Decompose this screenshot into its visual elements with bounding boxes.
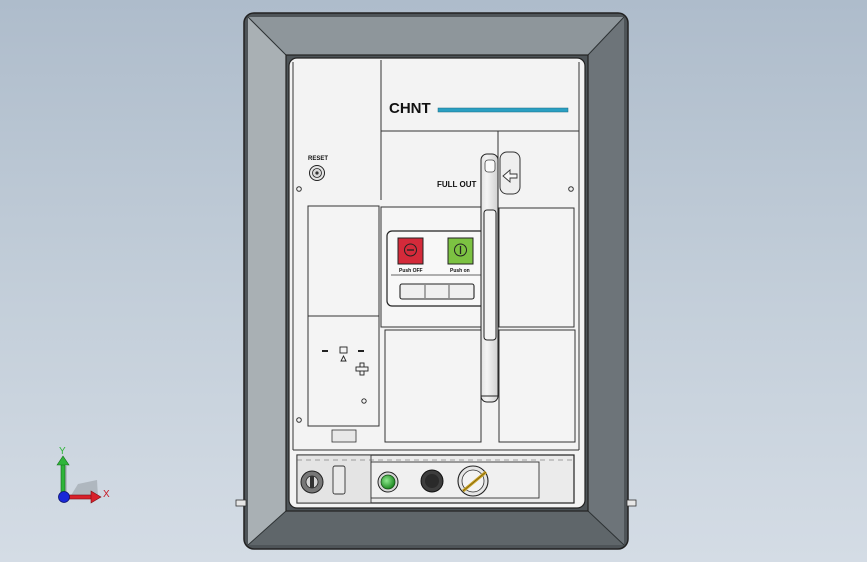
brand-logo: CHNT xyxy=(389,100,431,117)
reset-label: RESET xyxy=(308,156,328,162)
x-axis-arrow xyxy=(65,490,102,504)
z-axis-dot xyxy=(58,491,70,503)
center-compartment xyxy=(380,206,498,328)
off-button-label: Push OFF xyxy=(399,268,423,274)
triangle-symbol-icon xyxy=(339,346,348,362)
key-switch-icon[interactable] xyxy=(300,465,346,495)
center-compartment-lower xyxy=(384,329,482,443)
indicator-light-icon xyxy=(377,471,399,493)
mounting-pin-left xyxy=(235,499,247,507)
arrow-left-icon xyxy=(499,151,521,195)
left-compartment-upper xyxy=(307,205,380,317)
charging-handle[interactable] xyxy=(480,153,499,403)
operation-counter xyxy=(399,283,475,300)
left-indicator-dot xyxy=(361,398,367,404)
off-button[interactable] xyxy=(397,237,424,265)
on-button-label: Push on xyxy=(450,268,470,274)
left-latch xyxy=(331,429,357,443)
black-push-button[interactable] xyxy=(420,469,444,493)
brand-accent-bar xyxy=(437,107,569,113)
mounting-pin-right xyxy=(626,499,637,507)
full-out-label: FULL OUT xyxy=(437,180,477,189)
dial-gauge-icon[interactable] xyxy=(457,465,489,497)
y-axis-label: Y xyxy=(59,446,66,457)
on-button[interactable] xyxy=(447,237,474,265)
coordinate-triad xyxy=(65,466,100,498)
y-axis-arrow xyxy=(56,455,70,497)
reset-knob-icon[interactable] xyxy=(309,165,325,181)
cross-symbol-icon xyxy=(355,362,369,376)
right-compartment-upper xyxy=(498,207,575,328)
right-compartment-lower xyxy=(498,329,576,443)
x-axis-label: X xyxy=(103,489,110,500)
